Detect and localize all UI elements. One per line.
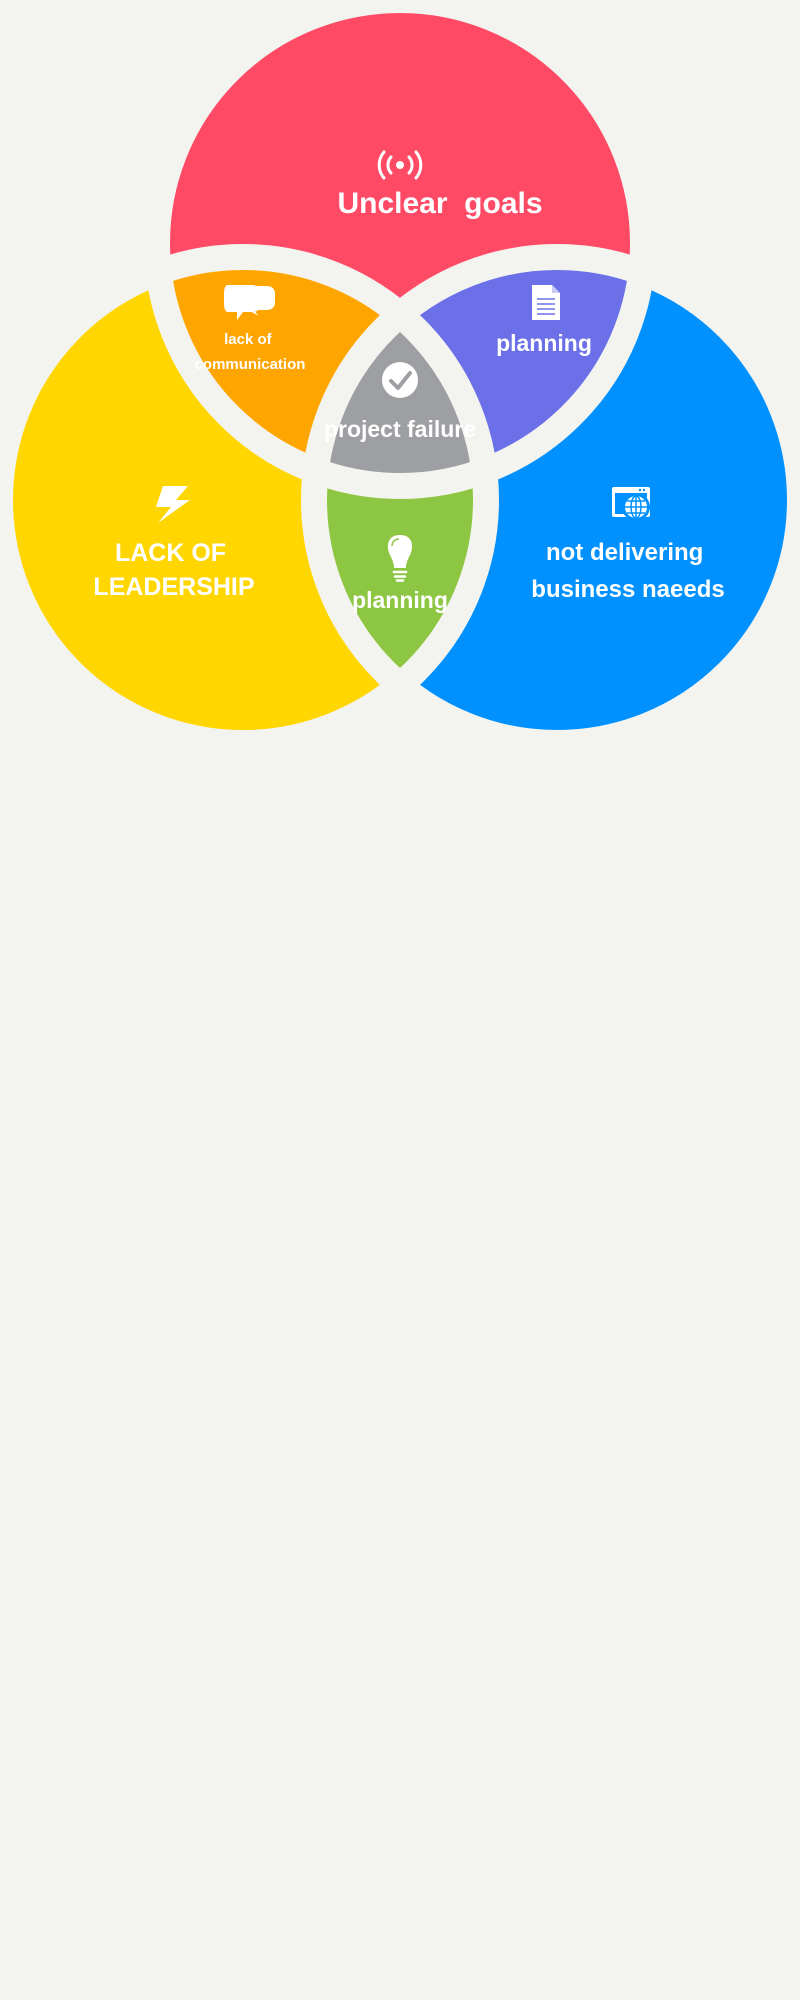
chat-bubbles-icon — [224, 284, 277, 320]
left-label: LACK OF LEADERSHIP — [93, 539, 254, 601]
top-right-label: planning — [496, 330, 592, 356]
lightning-icon — [156, 486, 190, 523]
top-left-label: lack of communication — [195, 331, 306, 373]
bottom-label: planning — [352, 587, 448, 613]
top-label: Unclear goals — [337, 187, 542, 220]
center-overlap — [314, 257, 486, 486]
broadcast-icon — [377, 150, 423, 180]
checkmark-icon — [382, 362, 418, 398]
region-separators — [0, 0, 800, 756]
web-browser-icon — [612, 487, 650, 521]
right-label: not delivering business naeeds — [531, 539, 724, 603]
document-icon — [532, 285, 560, 320]
lightbulb-icon — [387, 535, 413, 582]
center-label: project failure — [324, 416, 476, 442]
